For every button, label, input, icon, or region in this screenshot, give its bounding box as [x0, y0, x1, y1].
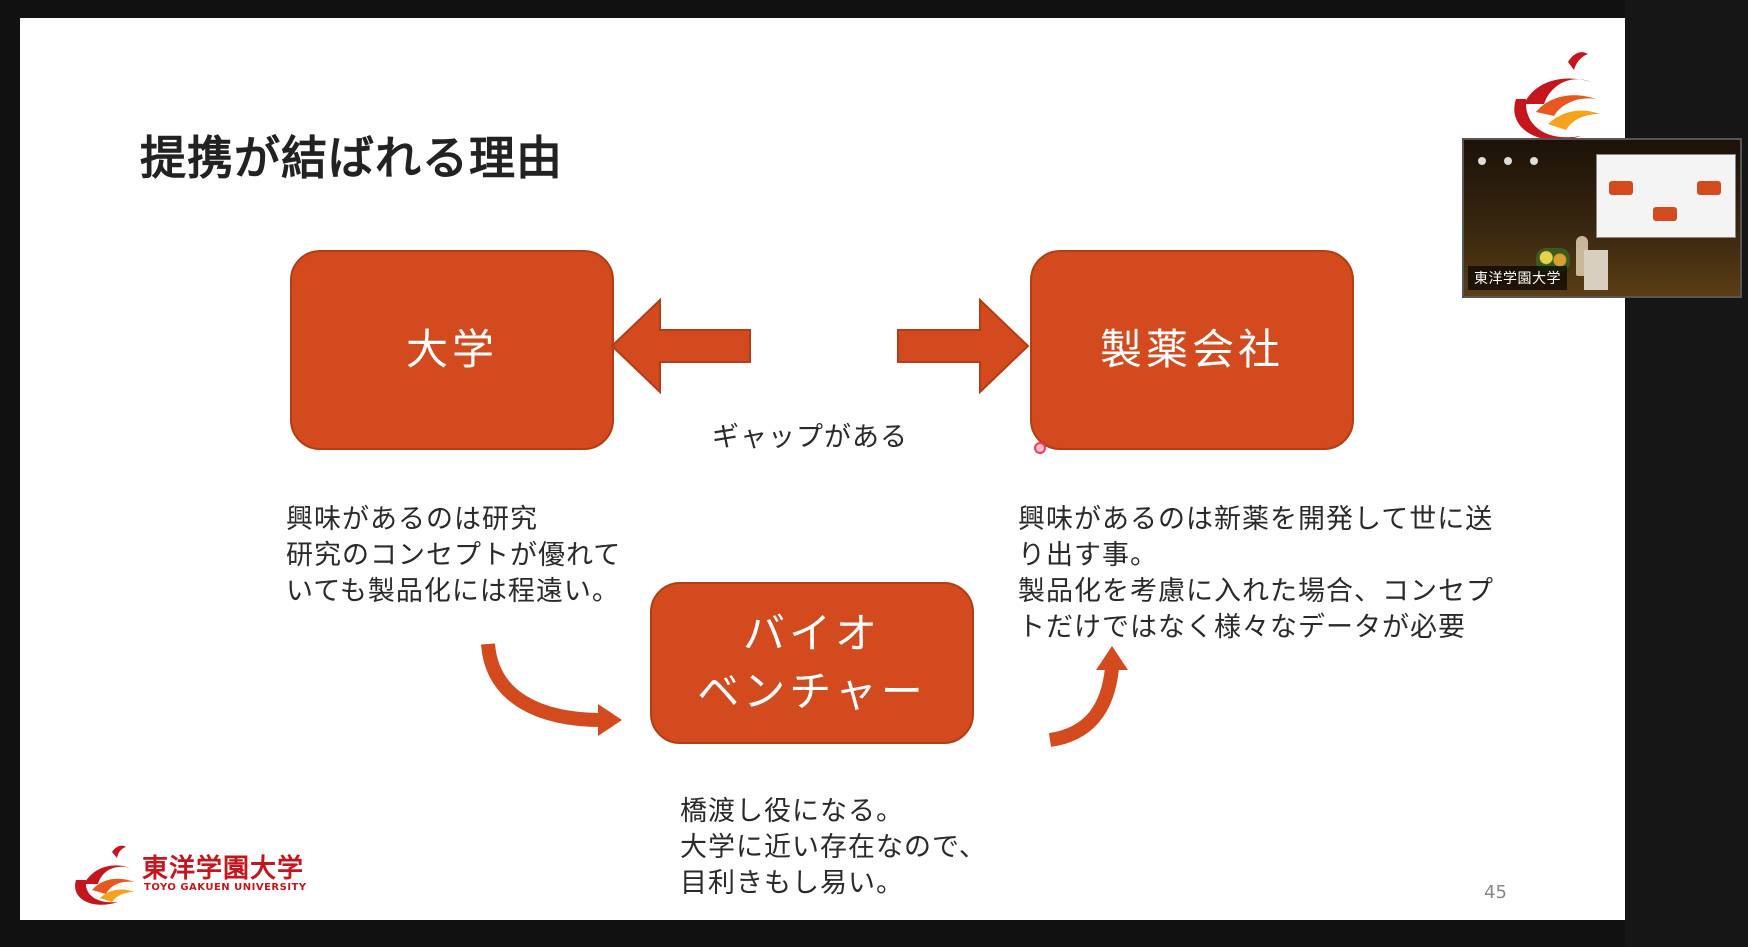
pharma-description: 興味があるのは新薬を開発して世に送 り出す事。 製品化を考慮に入れた場合、コンセ…: [1018, 502, 1558, 646]
slide-title: 提携が結ばれる理由: [140, 131, 563, 185]
bio-venture-description: 橋渡し役になる。 大学に近い存在なので、 目利きもし易い。: [680, 794, 1040, 902]
pharma-text-line: り出す事。: [1018, 540, 1158, 571]
university-box: 大学: [290, 250, 614, 450]
presentation-slide: 提携が結ばれる理由 大学 製薬会社 バイオ ベンチャー: [20, 18, 1625, 920]
pharma-text-line: トだけではなく様々なデータが必要: [1018, 612, 1466, 643]
pharma-company-box: 製薬会社: [1030, 250, 1354, 450]
university-logo-mark-icon: [75, 845, 134, 905]
pharma-text-line: 製品化を考慮に入れた場合、コンセプ: [1018, 576, 1494, 607]
curved-arrow-to-pharma-icon: [1048, 667, 1119, 747]
right-block-arrow-icon: [897, 297, 1030, 395]
pharma-text-line: 興味があるのは新薬を開発して世に送: [1018, 504, 1494, 535]
university-text-line: 興味があるのは研究: [286, 504, 538, 535]
laser-pointer-icon: [1034, 442, 1046, 454]
university-description: 興味があるのは研究 研究のコンセプトが優れて いても製品化には程遠い。: [286, 502, 666, 610]
pharma-box-label: 製薬会社: [1099, 325, 1284, 374]
logo-university-english: TOYO GAKUEN UNIVERSITY: [144, 882, 307, 893]
bio-venture-box: バイオ ベンチャー: [650, 582, 974, 744]
university-box-label: 大学: [405, 325, 498, 374]
university-swoosh-logo-icon: [1514, 52, 1600, 141]
bio-text-line: 大学に近い存在なので、: [680, 832, 987, 863]
bio-text-line: 橋渡し役になる。: [680, 796, 904, 827]
logo-university-name: 東洋学園大学: [142, 854, 305, 884]
curved-arrow-to-bio-icon: [481, 643, 603, 727]
university-text-line: いても製品化には程遠い。: [286, 576, 620, 607]
university-text-line: 研究のコンセプトが優れて: [286, 540, 622, 571]
stage-lights-icon: [1478, 150, 1568, 165]
video-caption: 東洋学園大学: [1468, 266, 1567, 290]
speaker-video-thumbnail[interactable]: 東洋学園大学: [1462, 138, 1742, 298]
bio-box-label: バイオ ベンチャー: [697, 609, 927, 716]
bio-text-line: 目利きもし易い。: [680, 868, 904, 899]
left-block-arrow-icon: [610, 297, 751, 395]
projected-slide-thumbnail: [1596, 154, 1736, 238]
gap-label: ギャップがある: [712, 422, 908, 453]
university-logo: 東洋学園大学 TOYO GAKUEN UNIVERSITY: [66, 840, 326, 910]
podium: [1584, 250, 1608, 290]
page-number: 45: [1484, 882, 1507, 903]
